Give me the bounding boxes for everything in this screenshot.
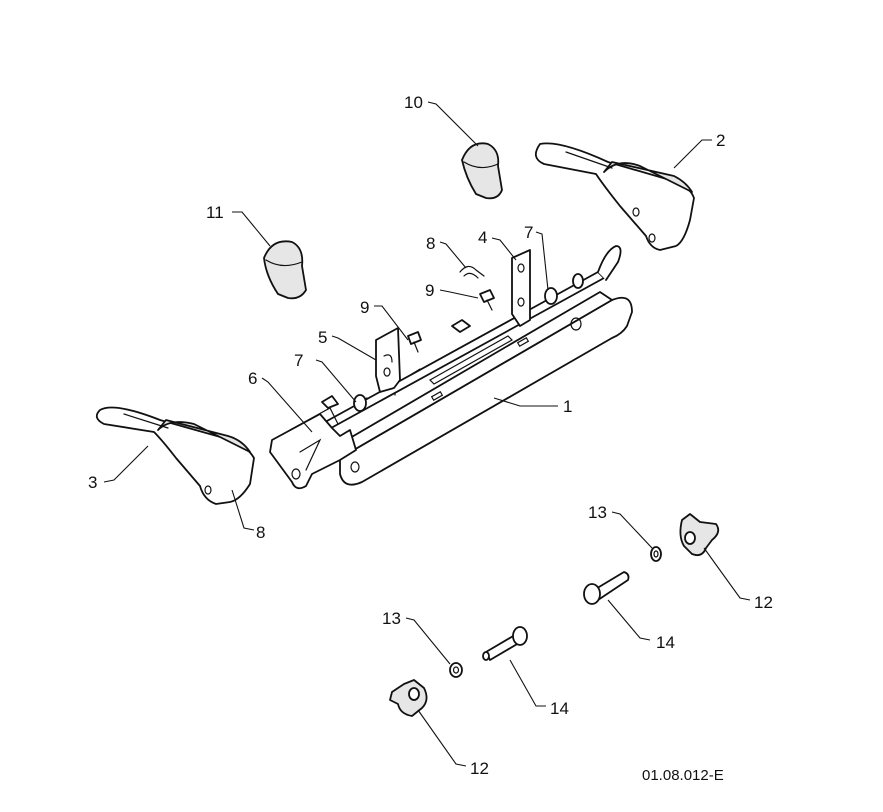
callout-7-right: 7: [524, 223, 533, 242]
part-12-star-knob-upper: [679, 513, 720, 557]
part-9-bolt-upper: [479, 289, 495, 311]
callout-11: 11: [206, 203, 224, 222]
part-14-bolt-lower: [482, 626, 528, 661]
drawing-reference-code: 01.08.012-E: [642, 767, 724, 784]
part-7-bushing-right: [544, 273, 584, 305]
part-3-left-lever: [95, 406, 255, 505]
callout-14-lower: 14: [550, 699, 569, 718]
leader-lines: [103, 101, 751, 767]
callout-13-lower: 13: [382, 609, 401, 628]
part-13-washer-upper: [650, 546, 662, 562]
callout-7-left: 7: [294, 351, 303, 370]
callout-1: 1: [563, 397, 572, 416]
callout-2: 2: [716, 131, 725, 150]
callout-9-upper: 9: [425, 281, 434, 300]
callout-8-lower: 8: [256, 523, 265, 542]
callout-4: 4: [478, 228, 487, 247]
part-7-bushing-left: [353, 394, 367, 412]
callout-8-upper: 8: [426, 234, 435, 253]
part-9-bolt-lower: [407, 331, 422, 353]
part-11-knob: [263, 240, 307, 300]
callout-labels: 1 2 3 4 5 6 7 7 8 8 9 9 10 11 12 12 13 1…: [88, 93, 773, 778]
callout-6: 6: [248, 369, 257, 388]
part-12-star-knob-lower: [389, 679, 428, 717]
part-2-right-lever: [534, 142, 695, 251]
callout-12-lower: 12: [470, 759, 489, 778]
callout-12-upper: 12: [754, 593, 773, 612]
part-4-latch-plate: [321, 249, 531, 409]
part-8-clip-upper: [459, 265, 485, 279]
part-5-latch-plate: [375, 327, 401, 393]
callout-3: 3: [88, 473, 97, 492]
callout-9-lower: 9: [360, 298, 369, 317]
callout-10: 10: [404, 93, 423, 112]
callout-13-upper: 13: [588, 503, 607, 522]
callout-5: 5: [318, 328, 327, 347]
part-13-washer-lower: [449, 662, 463, 678]
part-14-bolt-upper: [583, 571, 630, 605]
part-10-knob: [461, 142, 503, 200]
callout-14-upper: 14: [656, 633, 675, 652]
